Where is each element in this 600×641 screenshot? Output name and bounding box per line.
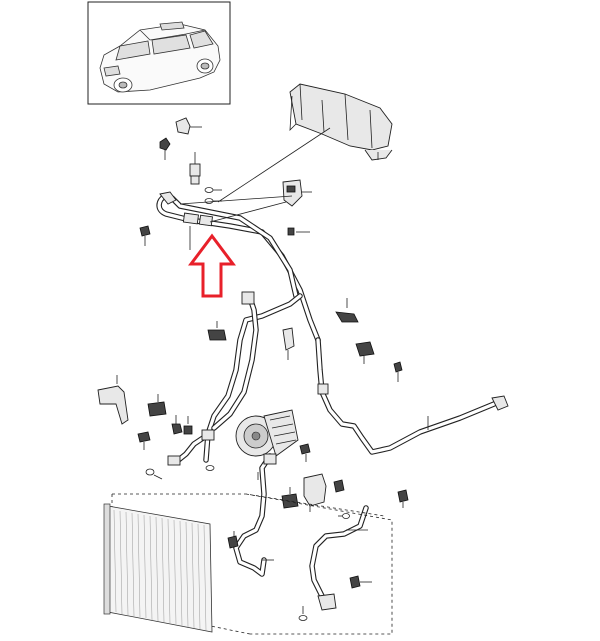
bracket-4 (282, 179, 312, 207)
bolt-3 (287, 227, 310, 236)
bracket-18 (335, 298, 359, 323)
vehicle-inset (87, 1, 231, 105)
bolt-6 (159, 137, 171, 160)
bolt-11 (137, 431, 151, 450)
up-arrow-icon (188, 233, 236, 298)
clamp-20 (355, 341, 375, 364)
hose-assembly-1 (156, 191, 321, 343)
mount-8 (147, 394, 167, 417)
bracket-10 (97, 375, 129, 425)
bolt-7-center (227, 531, 239, 549)
bolt-2-top (139, 225, 151, 246)
nut-9 (183, 416, 193, 435)
bolt-7-right (333, 479, 345, 493)
bolt-7-left (171, 415, 183, 435)
condenser (103, 493, 393, 635)
seal-22-right (338, 513, 350, 519)
suction-hose (167, 291, 303, 466)
bracket-5 (175, 117, 202, 135)
bolt-21 (393, 361, 403, 382)
suv-car-icon (99, 21, 221, 93)
discharge-hose-23 (315, 337, 509, 455)
bolt-2-right (397, 489, 409, 508)
bolt-2-mid (299, 443, 311, 462)
clip-19 (207, 321, 227, 341)
clip-17 (282, 327, 295, 360)
evaporator-housing (289, 83, 393, 161)
bracket-24 (303, 473, 327, 512)
bolt-8-lower (281, 487, 299, 509)
bolt-2-bottom (349, 575, 372, 589)
liquid-line-12 (233, 453, 277, 577)
ac-compressor (235, 409, 299, 457)
pressure-sensor-16 (189, 152, 201, 185)
seal-22-bottom (298, 606, 308, 621)
liquid-line-13 (309, 505, 369, 611)
seal-14-left (145, 468, 163, 480)
